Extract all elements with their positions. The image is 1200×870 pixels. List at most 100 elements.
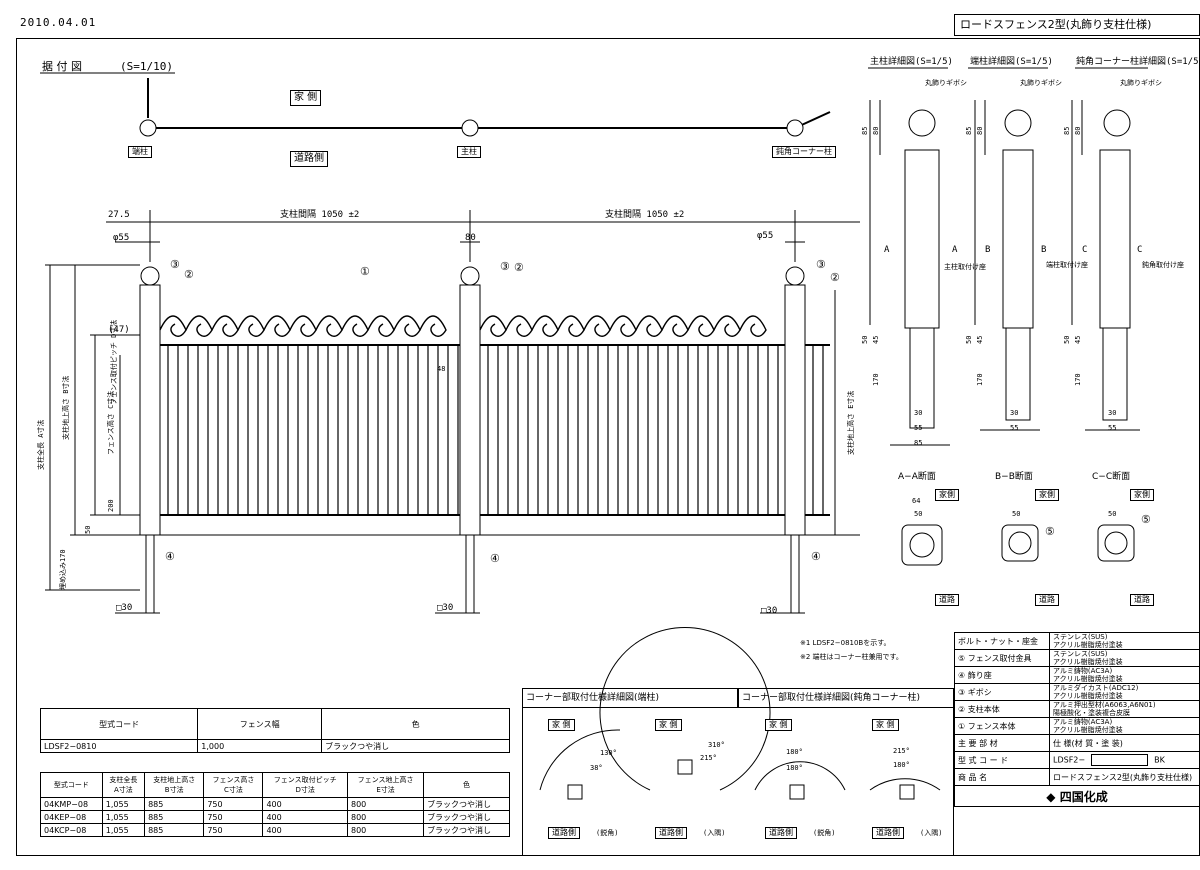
- plan-title: 据 付 図: [42, 60, 82, 73]
- table2-cell: 885: [144, 797, 205, 811]
- materials-header-spec: 仕 様(材 質・塗 装): [1049, 734, 1200, 752]
- material-spec: ステンレス(SUS) アクリル樹脂焼付塗装: [1049, 632, 1200, 650]
- model-code-label: 型 式 コ ー ド: [954, 751, 1050, 769]
- angle-310: 310°: [708, 741, 725, 749]
- cut-c-left: C: [1082, 245, 1088, 255]
- callout-3-b: ③: [500, 260, 510, 273]
- table2-header-cell: 支柱全長 A寸法: [101, 772, 146, 798]
- corner-title-end: コーナー部取付仕様詳細図(端柱): [526, 693, 660, 703]
- dim-30-a: 30: [914, 409, 923, 417]
- material-part: ボルト・ナット・座金: [954, 632, 1050, 650]
- dim-30-c: 30: [1108, 409, 1117, 417]
- corner-mode-1: (鋭角): [596, 829, 619, 837]
- dim-phi-left: φ55: [113, 233, 130, 243]
- section-c-road: 道路: [1130, 594, 1154, 606]
- product-name-value: ロードスフェンス2型(丸飾り支柱仕様): [1049, 768, 1200, 786]
- corner-title-box-2: [738, 688, 954, 708]
- cut-b-left: B: [985, 245, 991, 255]
- materials-header-row: 主 要 部 材 仕 様(材 質・塗 装): [954, 734, 1200, 752]
- product-name-label: 商 品 名: [954, 768, 1050, 786]
- giboshi-label-1: 丸飾りギボシ: [925, 79, 967, 87]
- fence-scroll: [263, 315, 291, 337]
- logo-text: 四国化成: [1059, 789, 1108, 804]
- dim-55-b: 55: [1010, 424, 1019, 432]
- corner-house-3: 家 側: [765, 719, 792, 731]
- cut-a-right: A: [952, 245, 958, 255]
- material-row: ボルト・ナット・座金ステンレス(SUS) アクリル樹脂焼付塗装: [954, 632, 1200, 650]
- fence-scroll: [661, 315, 689, 337]
- section-b-title: B−B断面: [995, 472, 1033, 482]
- model-code-blank: [1091, 754, 1149, 766]
- house-side-label: 家 側: [290, 90, 322, 106]
- fence-pitch-d: フェンス取付ピッチ D寸法: [110, 319, 118, 405]
- dim-phi-right: φ55: [757, 231, 774, 241]
- fence-scroll: [583, 315, 611, 337]
- material-row: ③ ギボシアルミダイカスト(ADC12) アクリル樹脂焼付塗装: [954, 683, 1200, 701]
- fence-scroll: [635, 315, 663, 337]
- dim-50: 50: [84, 525, 92, 534]
- table2-cell: 750: [203, 797, 264, 811]
- section-c-house: 家側: [1130, 489, 1154, 501]
- table2-header-cell: 支柱地上高さ B寸法: [144, 772, 205, 798]
- corner-house-1: 家 側: [548, 719, 575, 731]
- giboshi-label-3: 丸飾りギボシ: [1120, 79, 1162, 87]
- main-post-label: 主柱: [457, 146, 481, 158]
- fence-scroll: [713, 315, 741, 337]
- callout-2-c: ②: [830, 271, 840, 284]
- material-part: ⑤ フェンス取付金具: [954, 649, 1050, 667]
- callout-2-a: ②: [184, 268, 194, 281]
- table2-cell: 04KCP−08: [40, 823, 103, 837]
- dim-170-b: 170: [976, 373, 984, 386]
- material-spec: アルミ押出型材(A6063,A6N01) 陽極酸化・塗装複合皮膜: [1049, 700, 1200, 718]
- table2-header-cell: フェンス取付ピッチ D寸法: [262, 772, 348, 798]
- table2-cell: 400: [262, 823, 348, 837]
- dim-27-5: 27.5: [108, 210, 130, 220]
- corner-post-label: 鈍角コーナー柱: [772, 146, 836, 158]
- table2-cell: 800: [346, 797, 425, 811]
- angle-130: 130°: [600, 749, 617, 757]
- table2-header: 型式コード支柱全長 A寸法支柱地上高さ B寸法フェンス高さ C寸法フェンス取付ピ…: [40, 772, 510, 798]
- dim-30-b: 30: [1010, 409, 1019, 417]
- callout-3-a: ③: [170, 258, 180, 271]
- table1-h-color: 色: [321, 708, 510, 740]
- corner-road-4: 道路側: [872, 827, 904, 839]
- fence-scroll: [341, 315, 369, 337]
- table2-cell: 750: [203, 810, 264, 824]
- angle-180-b: 180°: [893, 761, 910, 769]
- product-name-row: 商 品 名 ロードスフェンス2型(丸飾り支柱仕様): [954, 768, 1200, 786]
- cut-c-right: C: [1137, 245, 1143, 255]
- material-spec: アルミダイカスト(ADC12) アクリル樹脂焼付塗装: [1049, 683, 1200, 701]
- table2-cell: 400: [262, 797, 348, 811]
- dim-85-b: 85: [965, 126, 973, 135]
- model-code-suffix: BK: [1154, 755, 1165, 765]
- table2-cell: ブラックつや消し: [423, 823, 510, 837]
- corner-post-seat: 鈍角取付け座: [1142, 261, 1184, 269]
- table1-header: 型式コード フェンス幅 色: [39, 708, 510, 740]
- angle-180: 180°: [786, 748, 803, 756]
- section-c-callout-5: ⑤: [1141, 513, 1151, 526]
- angle-180-inner: 180°: [786, 764, 803, 772]
- fence-scroll: [185, 315, 213, 337]
- material-row: ① フェンス本体アルミ鋳物(AC3A) アクリル樹脂焼付塗装: [954, 717, 1200, 735]
- giboshi-label-2: 丸飾りギボシ: [1020, 79, 1062, 87]
- end-post-label: 端柱: [128, 146, 152, 158]
- dim-170-c: 170: [1074, 373, 1082, 386]
- corner-road-2: 道路側: [655, 827, 687, 839]
- fence-scroll: [609, 315, 637, 337]
- section-b-road: 道路: [1035, 594, 1059, 606]
- table2-cell: 04KEP−08: [40, 810, 103, 824]
- model-code-value: LDSF2−: [1053, 755, 1086, 765]
- dim-85-a2: 85: [914, 439, 923, 447]
- dim-80: 80: [465, 233, 476, 243]
- fence-scroll: [479, 315, 507, 337]
- callout-3-c: ③: [816, 258, 826, 271]
- main-post-detail-title: 主柱詳細図(S=1/5): [870, 57, 953, 67]
- corner-title-obtuse: コーナー部取付仕様詳細図(鈍角コーナー柱): [742, 693, 921, 703]
- corner-title-box-1: [522, 688, 738, 708]
- post-pitch-2: 支柱間隔 1050 ±2: [605, 210, 685, 220]
- corner-road-1: 道路側: [548, 827, 580, 839]
